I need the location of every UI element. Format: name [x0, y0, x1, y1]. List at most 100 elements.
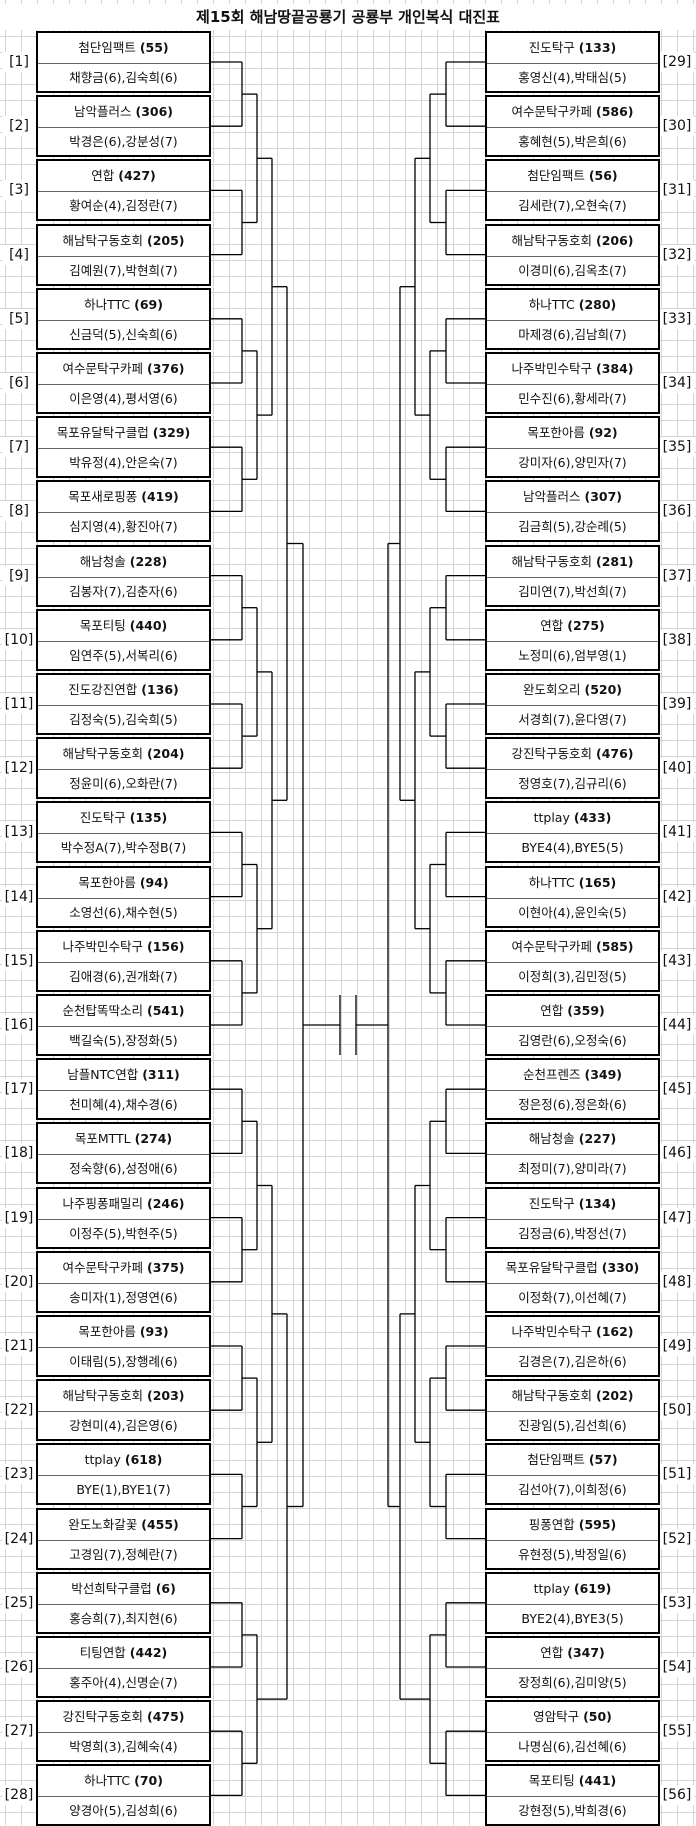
entry-team: 첨단임팩트 (56)	[487, 161, 658, 193]
team-name: 완도회오리	[522, 682, 581, 697]
team-code: (419)	[141, 489, 179, 505]
entry-box: 강진탁구동호회 (475)박영희(3),김혜숙(4)	[36, 1700, 211, 1763]
entry-number: [22]	[2, 1400, 36, 1421]
team-code: (330)	[601, 1259, 640, 1275]
entry-number: [36]	[660, 501, 694, 522]
team-name: 목포유달탁구클럽	[56, 425, 149, 441]
entry-team: 남악플러스 (306)	[38, 97, 209, 129]
entry-players: BYE4(4),BYE5(5)	[521, 840, 624, 856]
entry-team: 연합 (275)	[487, 611, 658, 642]
entry-players: 강미자(6),양민자(7)	[518, 455, 627, 471]
entry-players: 고경임(7),정혜란(7)	[69, 1546, 178, 1562]
entry-players: BYE(1),BYE1(7)	[76, 1482, 171, 1498]
team-name: 나주박민수탁구	[511, 1324, 592, 1339]
team-code: (619)	[573, 1580, 612, 1596]
team-name: 나주박민수탁구	[62, 938, 143, 954]
entry-players: 유현정(5),박정일(6)	[518, 1546, 627, 1562]
team-code: (347)	[567, 1645, 605, 1660]
entry-players: 이정화(7),이선혜(7)	[518, 1289, 627, 1305]
team-name: 목포유달탁구클럽	[505, 1259, 598, 1275]
team-name: 첨단임팩트	[527, 168, 585, 184]
team-code: (70)	[134, 1773, 163, 1789]
entry-players: 김애경(6),권개화(7)	[69, 968, 178, 984]
entry-players: 김선아(7),이희정(6)	[518, 1482, 627, 1498]
team-code: (281)	[595, 553, 634, 569]
entry-box: 첨단임팩트 (56)김세란(7),오현숙(7)	[485, 159, 660, 222]
entry-box: 목포한아름 (94)소영선(6),채수현(5)	[36, 865, 211, 928]
team-code: (92)	[588, 425, 618, 441]
entry-players: 장정희(6),김미양(5)	[518, 1675, 627, 1690]
entry-box: 목포새로핑퐁 (419)심지영(4),황진아(7)	[36, 480, 211, 543]
entry-box: 하나TTC (165)이현아(4),윤인숙(5)	[485, 865, 660, 928]
entry-box: 하나TTC (280)마제경(6),김남희(7)	[485, 287, 660, 350]
team-name: 목포새로핑퐁	[68, 489, 138, 505]
entry-number: [2]	[2, 116, 36, 137]
entry-number: [55]	[660, 1721, 694, 1742]
team-name: 남악플러스	[522, 489, 581, 505]
entry-team: 여수문탁구카페 (375)	[38, 1253, 209, 1284]
entry-team: 완도노화갈꽃 (455)	[38, 1510, 209, 1541]
entry-team: 남악플러스 (307)	[487, 482, 658, 514]
entry-team: 해남탁구동호회 (206)	[487, 226, 658, 257]
entry-players: 황여순(4),김정란(7)	[69, 198, 178, 214]
entry-number: [24]	[2, 1528, 36, 1549]
team-code: (93)	[139, 1324, 169, 1339]
entry-box: 목포한아름 (92)강미자(6),양민자(7)	[485, 416, 660, 479]
entry-players: 천미혜(4),채수경(6)	[69, 1097, 178, 1113]
entry-box: 해남탁구동호회 (281)김미연(7),박선희(7)	[485, 544, 660, 607]
team-code: (274)	[134, 1131, 173, 1147]
team-code: (307)	[584, 489, 623, 505]
entry-box: 첨단임팩트 (57)김선아(7),이희정(6)	[485, 1443, 660, 1506]
entry-players: 이태림(5),장행례(6)	[69, 1354, 178, 1369]
entry-box: ttplay (619) BYE2(4),BYE3(5)	[485, 1571, 660, 1634]
entry-box: 연합 (359)김영란(6),오정숙(6)	[485, 994, 660, 1056]
team-name: 순천프렌즈	[522, 1067, 581, 1083]
entry-number: [48]	[660, 1271, 694, 1292]
entry-box: 순천프렌즈 (349)정은정(6),정은화(6)	[485, 1058, 660, 1121]
entry-players: 김경은(7),김은하(6)	[518, 1354, 627, 1369]
entry-box: 연합 (347)장정희(6),김미양(5)	[485, 1636, 660, 1698]
team-name: 여수문탁구카페	[62, 1259, 143, 1275]
page-title: 제15회 해남땅끝공룡기 공룡부 개인복식 대진표	[0, 4, 696, 30]
entry-box: 목포티팅 (440)임연주(5),서복리(6)	[36, 608, 211, 671]
entry-box: 목포MTTL (274)정숙향(6),성정애(6)	[36, 1122, 211, 1185]
entry-number: [27]	[2, 1721, 36, 1742]
team-code: (227)	[578, 1131, 617, 1147]
team-code: (56)	[588, 168, 618, 184]
team-code: (134)	[578, 1195, 617, 1211]
team-code: (595)	[578, 1516, 617, 1532]
entry-box: 진도탁구 (135)박수정A(7),박수정B(7)	[36, 801, 211, 864]
entry-team: 하나TTC (70)	[38, 1766, 209, 1798]
entry-players: 김영란(6),오정숙(6)	[518, 1033, 627, 1048]
entry-team: 진도탁구 (134)	[487, 1189, 658, 1220]
entry-box: 영암탁구 (50)나명심(6),김선혜(6)	[485, 1700, 660, 1763]
entry-box: 목포한아름 (93)이태림(5),장행례(6)	[36, 1315, 211, 1377]
team-code: (585)	[595, 938, 634, 954]
entry-number: [33]	[660, 308, 694, 329]
team-name: 나주박민수탁구	[511, 361, 592, 376]
team-name: 여수문탁구카페	[511, 104, 592, 120]
team-name: 나주핑퐁패밀리	[62, 1195, 143, 1211]
team-code: (94)	[139, 874, 169, 890]
team-name: 남플NTC연합	[67, 1067, 139, 1083]
entry-players: 강현정(5),박희경(6)	[518, 1803, 627, 1819]
entry-box: 목포티팅 (441)강현정(5),박희경(6)	[485, 1764, 660, 1826]
team-code: (135)	[129, 810, 168, 826]
entry-players: 진광임(5),김선희(6)	[518, 1418, 627, 1434]
team-name: 영암탁구	[533, 1709, 580, 1725]
team-name: ttplay	[84, 1452, 121, 1468]
entry-number: [9]	[2, 565, 36, 586]
entry-players: 박유정(4),안은숙(7)	[69, 455, 178, 471]
entry-team: ttplay (619)	[487, 1574, 658, 1605]
entry-number: [16]	[2, 1015, 36, 1035]
entry-box: 해남탁구동호회 (202)진광임(5),김선희(6)	[485, 1379, 660, 1442]
entry-players: 김정금(6),박정선(7)	[518, 1225, 627, 1241]
entry-team: 순천프렌즈 (349)	[487, 1060, 658, 1092]
team-code: (202)	[595, 1388, 634, 1404]
entry-players: BYE2(4),BYE3(5)	[521, 1610, 624, 1626]
team-name: 목포티팅	[79, 617, 126, 633]
entry-box: 해남청솔 (227)최정미(7),양미라(7)	[485, 1122, 660, 1185]
team-code: (306)	[135, 104, 174, 120]
entry-players: 김봉자(7),김춘자(6)	[69, 583, 178, 599]
entry-box: 핑퐁연합 (595)유현정(5),박정일(6)	[485, 1507, 660, 1570]
